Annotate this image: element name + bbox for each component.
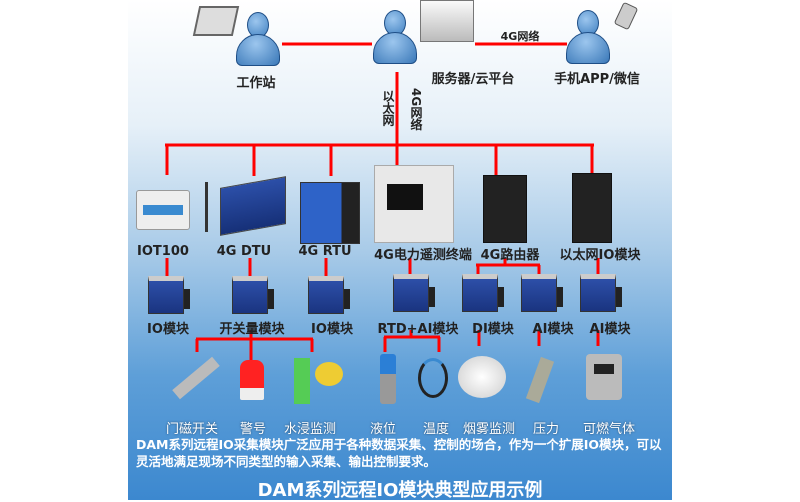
sensor-label: 警号 xyxy=(239,422,267,437)
4g-link-label: 4G网络 xyxy=(500,30,540,43)
sensor-label: 门磁开关 xyxy=(165,422,219,437)
di-module-device xyxy=(462,274,504,312)
laptop-icon xyxy=(192,6,240,36)
server-computer-icon xyxy=(420,0,474,42)
server-label: 服务器/云平台 xyxy=(431,72,515,87)
ethernet-uplink-label: 以太网 xyxy=(381,90,395,126)
water-leak-cable-icon xyxy=(315,362,343,386)
mobile-label: 手机APP/微信 xyxy=(554,72,640,87)
io-module-device xyxy=(308,276,350,314)
sensor-label: 液位 xyxy=(369,422,397,437)
device-label-ethernet-io: 以太网IO模块 xyxy=(559,248,641,263)
module-label: IO模块 xyxy=(311,322,353,337)
sensor-label: 水浸监测 xyxy=(283,422,337,437)
iot100-device xyxy=(136,190,190,230)
module-label: IO模块 xyxy=(147,322,189,337)
diagram-title: DAM系列远程IO模块典型应用示例 xyxy=(257,480,543,501)
level-sensor-icon xyxy=(380,354,396,404)
sensor-label: 可燃气体 xyxy=(582,422,636,437)
device-label-4g-router: 4G路由器 xyxy=(480,248,540,263)
workstation-label: 工作站 xyxy=(236,76,276,91)
sensor-label: 温度 xyxy=(422,422,450,437)
module-label: AI模块 xyxy=(532,322,574,337)
ai-module-device xyxy=(521,274,563,312)
module-label: DI模块 xyxy=(472,322,514,337)
device-label-4g-rtu: 4G RTU xyxy=(298,244,352,259)
switch-module-device xyxy=(232,276,274,314)
server-user-icon xyxy=(373,10,417,64)
temperature-sensor-icon xyxy=(418,358,448,398)
alarm-siren-icon xyxy=(240,360,264,400)
4g-uplink-label: 4G网络 xyxy=(409,88,423,131)
4g-router-device xyxy=(483,175,527,243)
sensor-label: 烟雾监测 xyxy=(462,422,516,437)
4g-rtu-device xyxy=(300,182,360,244)
diagram-canvas: 工作站 服务器/云平台 4G网络 手机APP/微信 以太网 4G网络 IOT10… xyxy=(128,0,672,501)
device-label-power-terminal: 4G电力遥测终端 xyxy=(374,248,472,263)
device-label-iot100: IOT100 xyxy=(137,244,189,259)
connection-lines xyxy=(165,42,600,360)
smoke-detector-icon xyxy=(458,356,506,398)
gas-detector-icon xyxy=(586,354,622,400)
io-module-device xyxy=(148,276,190,314)
antenna-icon xyxy=(205,182,208,232)
water-leak-sensor-icon xyxy=(294,358,310,404)
sensor-label: 压力 xyxy=(532,422,560,437)
mobile-user-icon xyxy=(566,10,610,64)
device-label-4g-dtu: 4G DTU xyxy=(216,244,272,259)
ethernet-io-device xyxy=(572,173,612,243)
workstation-user-icon xyxy=(236,12,280,66)
module-label: AI模块 xyxy=(589,322,631,337)
ai-module-device xyxy=(580,274,622,312)
rtd-ai-module-device xyxy=(393,274,435,312)
description-text: DAM系列远程IO采集模块广泛应用于各种数据采集、控制的场合，作为一个扩展IO模… xyxy=(136,437,662,469)
module-label: RTD+AI模块 xyxy=(377,322,459,337)
power-telemetry-terminal xyxy=(374,165,454,243)
module-label: 开关量模块 xyxy=(219,322,285,337)
